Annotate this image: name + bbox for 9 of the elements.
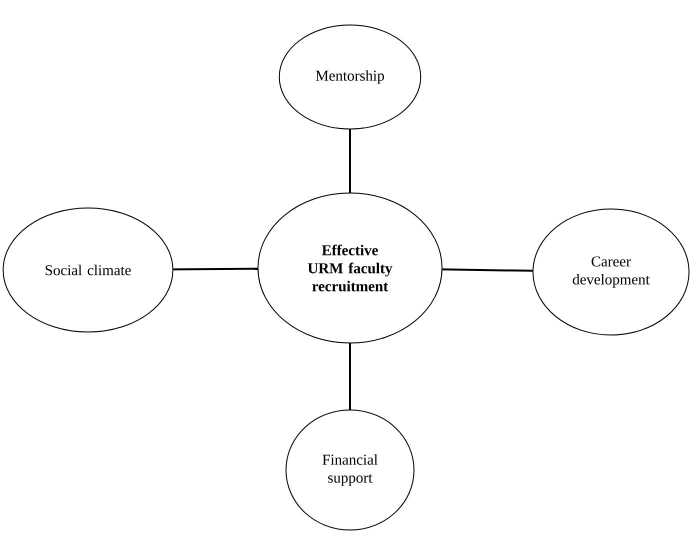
ellipse-node: Career development — [532, 208, 690, 336]
connector-line — [349, 344, 351, 410]
ellipse-node: Social climate — [2, 208, 174, 332]
ellipse-node: Effective URM faculty recruitment — [258, 192, 442, 344]
ellipse-node: Mentorship — [278, 24, 422, 130]
connector-line — [442, 268, 533, 272]
connector-line — [173, 268, 258, 270]
connector-line — [349, 130, 351, 192]
ellipse-node: Financial support — [286, 410, 414, 530]
